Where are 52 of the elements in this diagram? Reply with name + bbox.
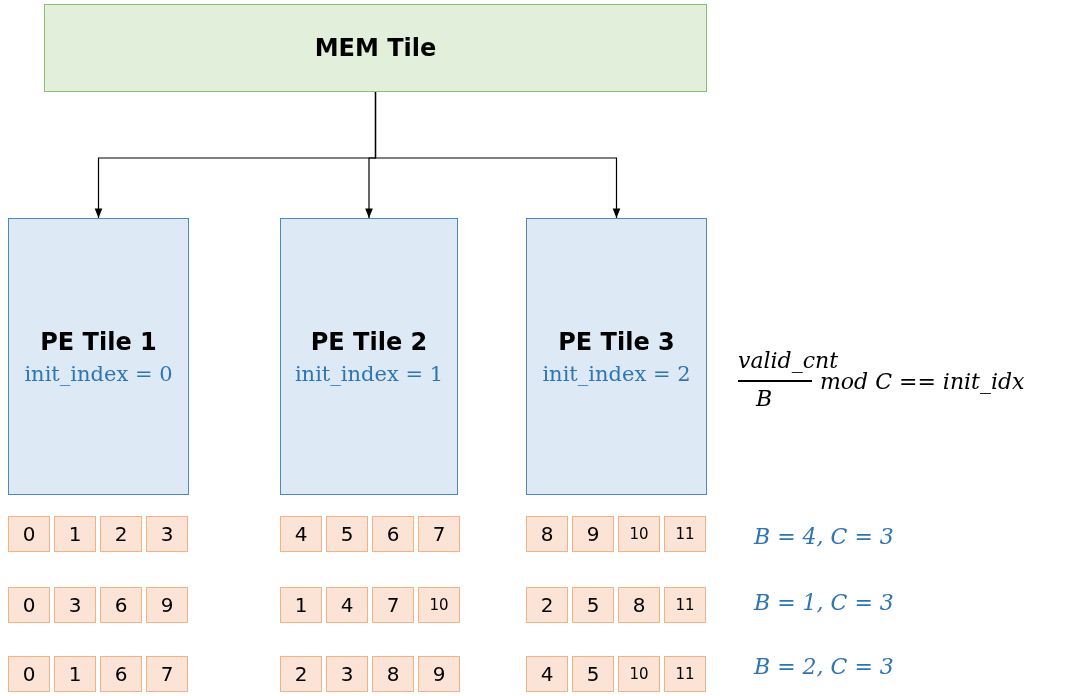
index-cell: 0 [8,656,50,692]
index-cell: 5 [572,656,614,692]
init-index-formula: init_index = 0 [24,361,173,386]
index-cell: 9 [572,516,614,552]
pe-tile-box [526,218,707,495]
pe-tile-box [280,218,458,495]
index-cell: 4 [526,656,568,692]
index-cell: 6 [372,516,414,552]
tile-title: MEM Tile [314,34,437,62]
index-cell: 0 [8,587,50,623]
index-cell: 8 [526,516,568,552]
index-cell: 10 [618,656,660,692]
index-cell: 8 [372,656,414,692]
index-cell: 7 [372,587,414,623]
fraction-denominator: B [756,386,773,411]
index-cell: 10 [618,516,660,552]
index-cell: 5 [572,587,614,623]
index-cell: 6 [100,587,142,623]
index-cell: 9 [418,656,460,692]
index-cell: 7 [146,656,188,692]
index-cell: 3 [326,656,368,692]
index-cell: 1 [280,587,322,623]
index-cell: 7 [418,516,460,552]
index-cell: 1 [54,656,96,692]
index-cell: 6 [100,656,142,692]
index-cell: 2 [280,656,322,692]
index-cell: 3 [146,516,188,552]
index-cell: 2 [100,516,142,552]
index-cell: 2 [526,587,568,623]
index-cell: 0 [8,516,50,552]
index-cell: 1 [54,516,96,552]
tile-title: PE Tile 1 [40,327,157,356]
index-cell: 11 [664,516,706,552]
index-cell: 4 [280,516,322,552]
index-cell: 9 [146,587,188,623]
pe-tile-box [8,218,189,495]
parameter-text: B = 2, C = 3 [754,654,894,679]
init-index-formula: init_index = 1 [294,361,444,386]
tile-title: PE Tile 2 [310,327,428,356]
index-cell: 5 [326,516,368,552]
tile-title: PE Tile 3 [558,327,675,356]
init-index-formula: init_index = 2 [542,361,691,386]
index-cell: 11 [664,656,706,692]
parameter-text: B = 1, C = 3 [754,590,894,615]
index-cell: 4 [326,587,368,623]
parameter-text: B = 4, C = 3 [754,524,894,549]
index-cell: 3 [54,587,96,623]
arrow [374,91,621,219]
index-cell: 8 [618,587,660,623]
memory-tile-box [44,4,707,92]
index-cell: 10 [418,587,460,623]
index-cell: 11 [664,587,706,623]
